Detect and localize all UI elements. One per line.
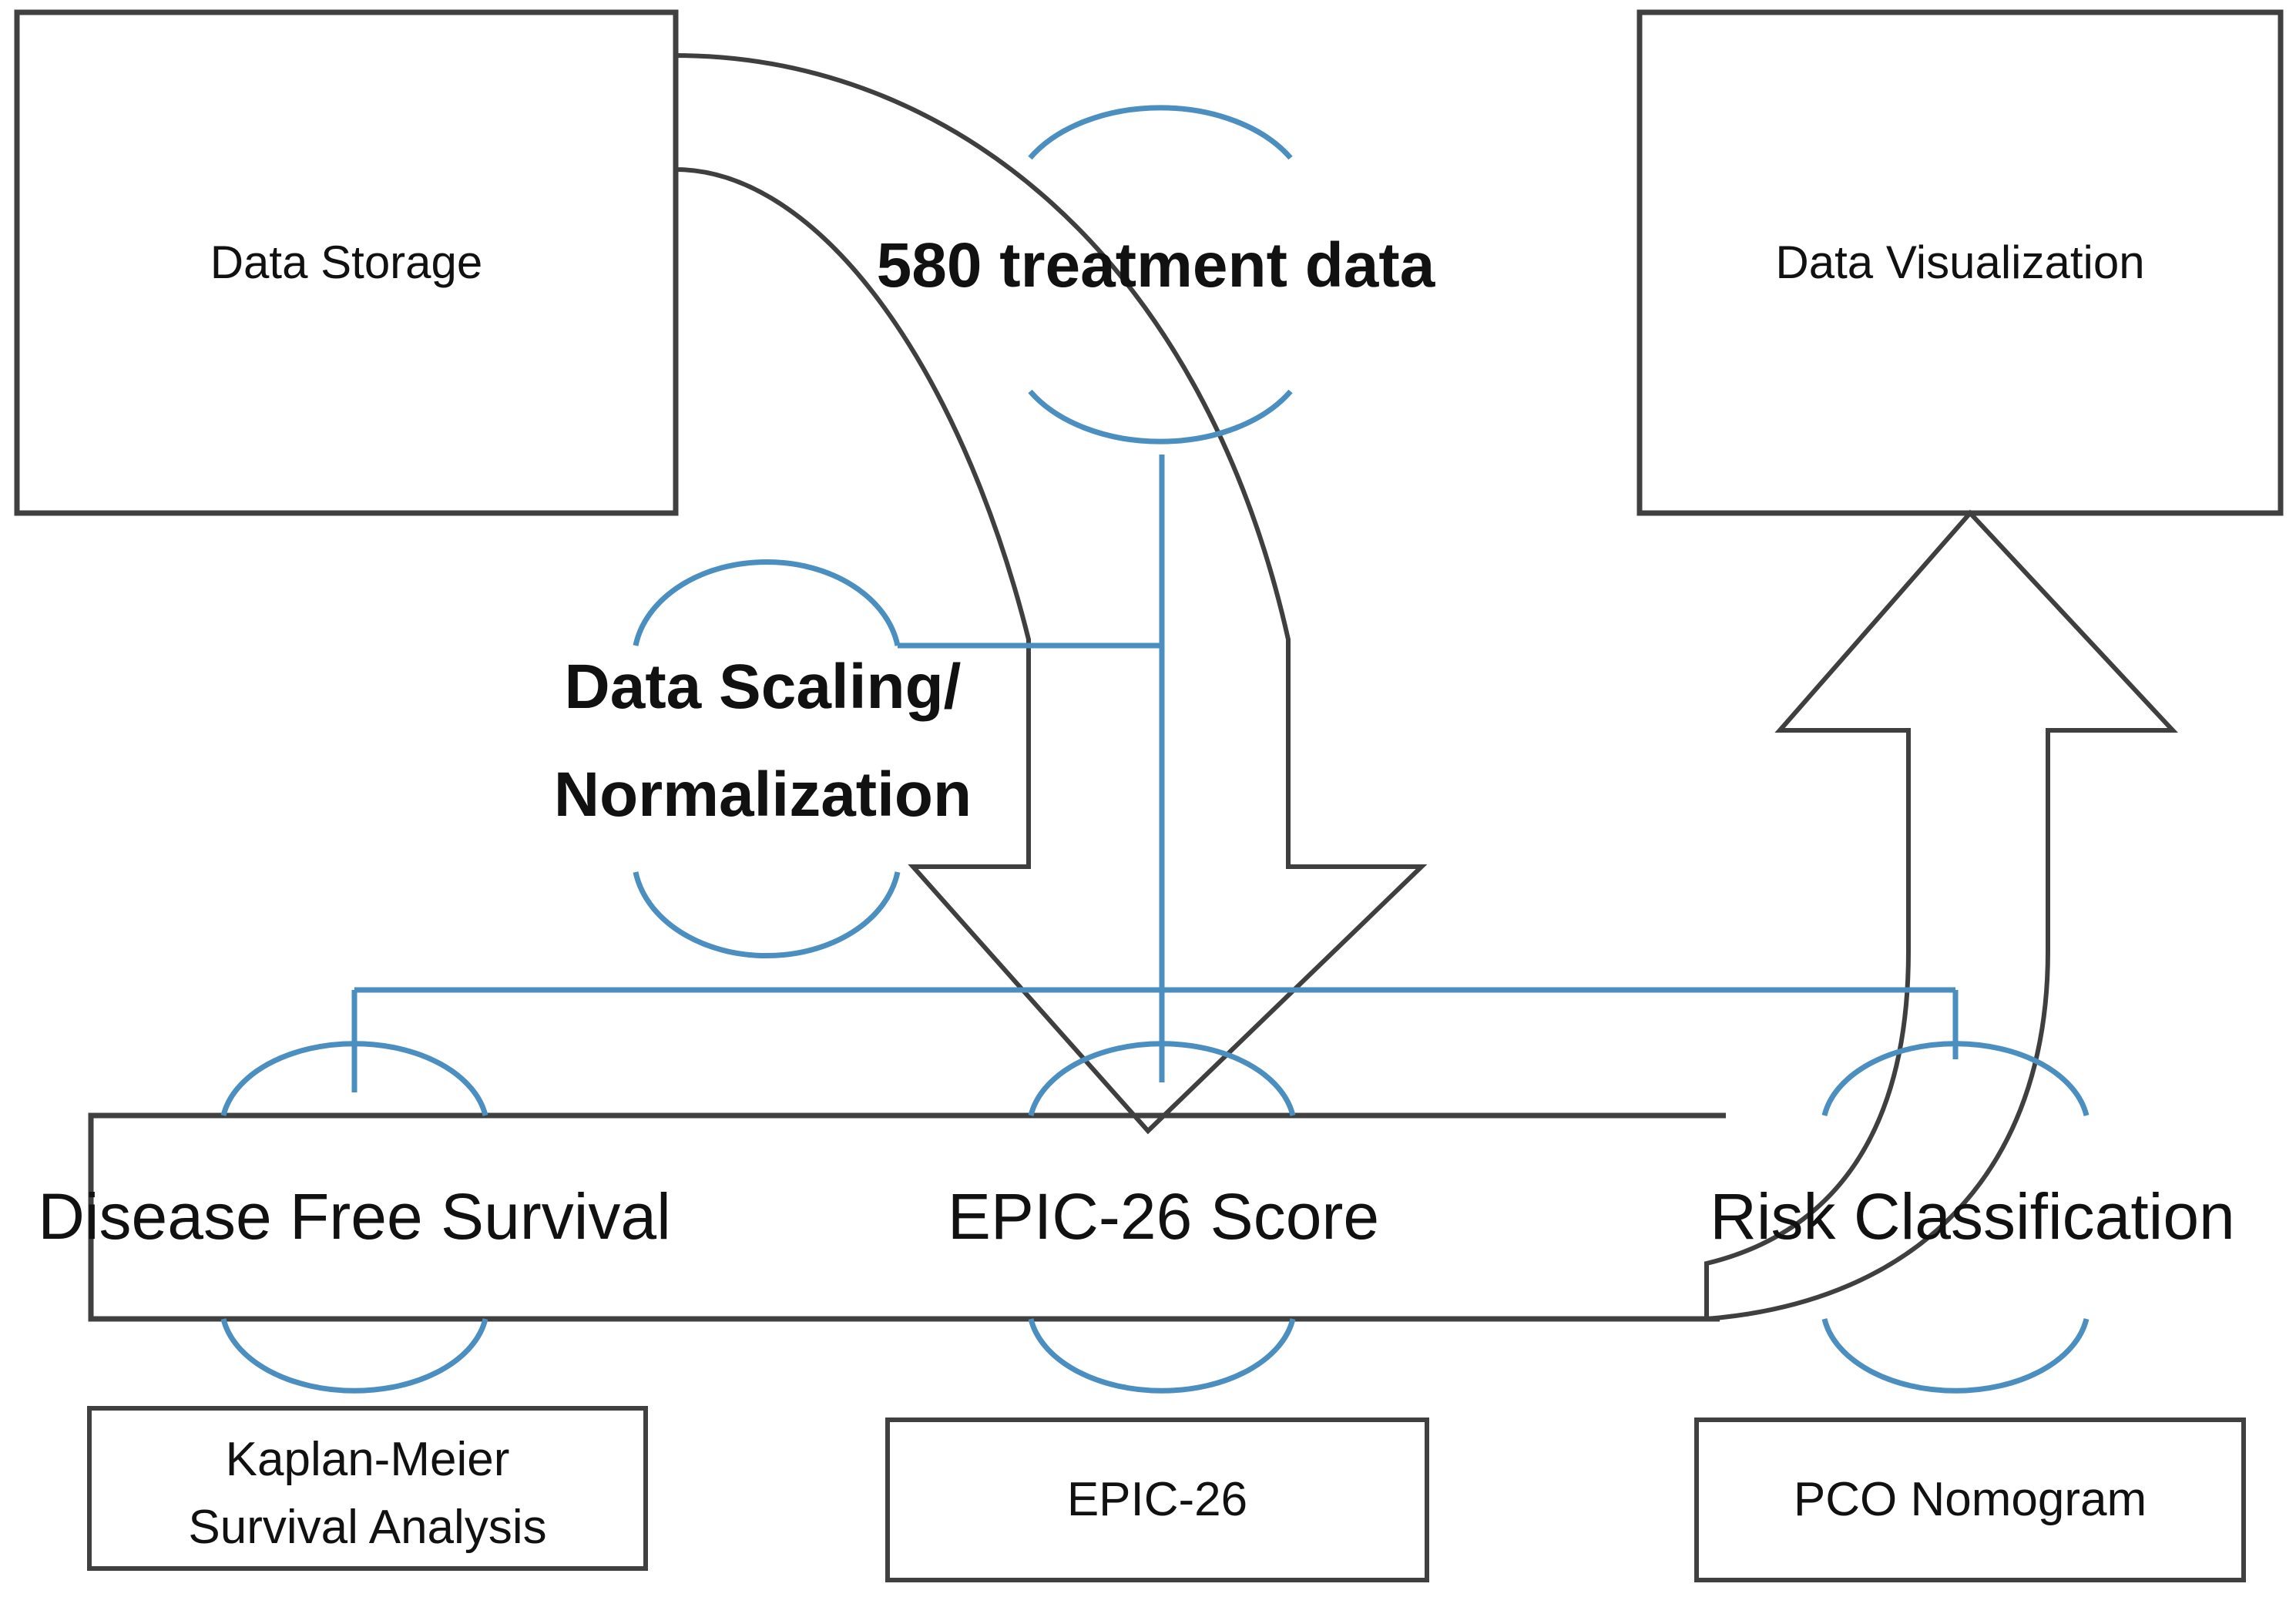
storage-to-band-arrow [673, 52, 1428, 1135]
risk-arc-bottom [1821, 1318, 2090, 1394]
outcome-band-box [88, 1112, 1726, 1322]
epic-score-arc-bottom [1028, 1318, 1296, 1394]
data-visualization-label: Data Visualization [1775, 236, 2145, 288]
treatment-data-arc-top [1028, 105, 1293, 160]
kaplan-meier-box [87, 1406, 648, 1571]
epic26-label: EPIC-26 [1066, 1473, 1248, 1527]
data-storage-box [14, 9, 679, 516]
pco-nomogram-label: PCO Nomogram [1793, 1473, 2147, 1527]
kaplan-meier-label-line2: Survival Analysis [188, 1501, 547, 1555]
epic26-box [885, 1418, 1429, 1582]
data-scaling-label-line1: Data Scaling/ [564, 652, 962, 723]
data-scaling-label-line2: Normalization [553, 760, 972, 830]
dfs-arc-top [220, 1041, 488, 1116]
risk-arc-top [1821, 1041, 2090, 1116]
dfs-arc-bottom [220, 1318, 488, 1394]
pco-nomogram-box [1694, 1418, 2246, 1582]
treatment-data-label: 580 treatment data [876, 230, 1435, 300]
data-scaling-arc-bottom [633, 871, 901, 958]
treatment-data-arc-bottom [1028, 389, 1293, 445]
data-scaling-arc-top [633, 559, 901, 646]
data-visualization-box [1636, 9, 2284, 516]
epic26-score-label: EPIC-26 Score [947, 1180, 1380, 1253]
epic-score-arc-top [1028, 1041, 1296, 1116]
band-to-visualization-arrow [1704, 509, 2178, 1322]
data-storage-label: Data Storage [210, 236, 483, 288]
risk-classification-label: Risk Classification [1710, 1180, 2235, 1253]
disease-free-survival-label: Disease Free Survival [38, 1180, 671, 1253]
kaplan-meier-label-line1: Kaplan-Meier [225, 1433, 510, 1487]
